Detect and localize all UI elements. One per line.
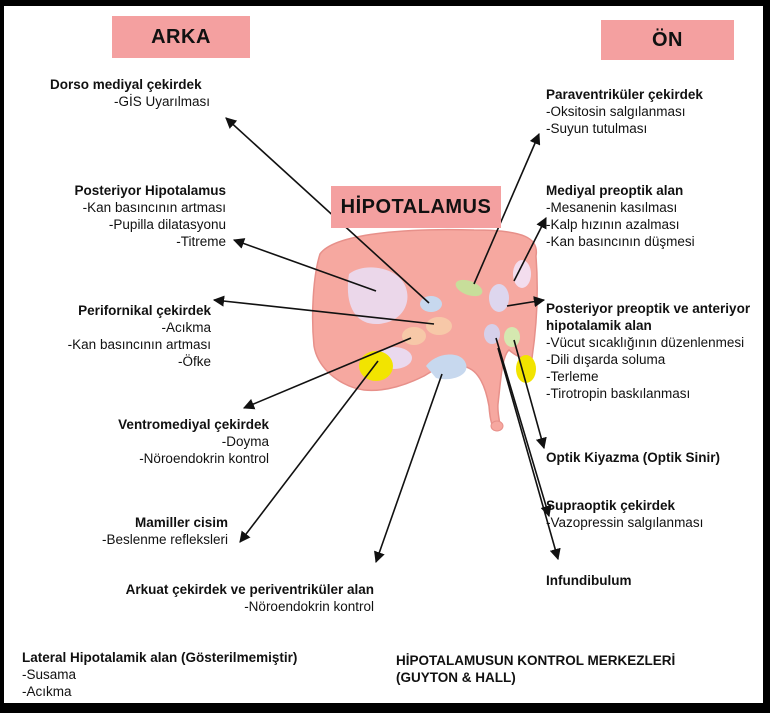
preoptic-nucleus: [489, 284, 509, 312]
label-title: Ventromediyal çekirdek: [84, 416, 269, 433]
label-item: -Acıkma: [22, 683, 352, 700]
label-item: -Titreme: [34, 233, 226, 250]
label-paraventricular: Paraventriküler çekirdek -Oksitosin salg…: [546, 86, 761, 137]
label-posterior-preoptic: Posteriyor preoptik ve anteriyor hipotal…: [546, 300, 764, 402]
label-title: Posteriyor Hipotalamus: [34, 182, 226, 199]
label-item: -Nöroendokrin kontrol: [94, 598, 374, 615]
hypothalamus-body: [313, 230, 538, 430]
label-item: -Kalp hızının azalması: [546, 216, 761, 233]
label-optic-chiasm: Optik Kiyazma (Optik Sinir): [546, 449, 761, 466]
label-item: -Acıkma: [28, 319, 211, 336]
arrow-arcuate: [376, 374, 442, 562]
label-mammillary: Mamiller cisim -Beslenme refleksleri: [74, 514, 228, 548]
label-item: -Dili dışarda soluma: [546, 351, 764, 368]
suprachiasmatic-nucleus: [504, 327, 520, 347]
label-item: -Öfke: [28, 353, 211, 370]
label-item: -Kan basıncının düşmesi: [546, 233, 761, 250]
label-item: -Mesanenin kasılması: [546, 199, 761, 216]
label-item: -Beslenme refleksleri: [74, 531, 228, 548]
label-item: -GİS Uyarılması: [50, 93, 210, 110]
label-supraoptic: Supraoptik çekirdek -Vazopressin salgıla…: [546, 497, 761, 531]
label-item: -Pupilla dilatasyonu: [34, 216, 226, 233]
label-ventromedial: Ventromediyal çekirdek -Doyma -Nöroendok…: [84, 416, 269, 467]
mammillary-body: [359, 351, 393, 381]
label-item: -Suyun tutulması: [546, 120, 761, 137]
label-medial-preoptic: Mediyal preoptik alan -Mesanenin kasılma…: [546, 182, 761, 250]
label-title: Supraoptik çekirdek: [546, 497, 761, 514]
label-title: Dorso mediyal çekirdek: [50, 76, 210, 93]
label-title: Paraventriküler çekirdek: [546, 86, 761, 103]
label-item: -Terleme: [546, 368, 764, 385]
label-title: Mamiller cisim: [74, 514, 228, 531]
header-arka: ARKA: [112, 16, 250, 58]
perifornical-nucleus: [426, 317, 452, 335]
header-hipotalamus: HİPOTALAMUS: [331, 186, 501, 228]
label-infundibulum: Infundibulum: [546, 572, 761, 589]
label-title: Optik Kiyazma (Optik Sinir): [546, 449, 761, 466]
label-title: Infundibulum: [546, 572, 761, 589]
caption: HİPOTALAMUSUN KONTROL MERKEZLERİ (GUYTON…: [396, 652, 746, 686]
label-item: -Doyma: [84, 433, 269, 450]
label-item: -Tirotropin baskılanması: [546, 385, 764, 402]
label-item: -Vücut sıcaklığının düzenlenmesi: [546, 334, 764, 351]
label-item: -Nöroendokrin kontrol: [84, 450, 269, 467]
caption-line2: (GUYTON & HALL): [396, 669, 746, 686]
label-item: -Vazopressin salgılanması: [546, 514, 761, 531]
label-item: -Susama: [22, 666, 352, 683]
label-dorsomedial: Dorso mediyal çekirdek -GİS Uyarılması: [50, 76, 210, 110]
label-item: -Oksitosin salgılanması: [546, 103, 761, 120]
label-arcuate: Arkuat çekirdek ve periventriküler alan …: [94, 581, 374, 615]
label-item: -Kan basıncının artması: [34, 199, 226, 216]
label-item: -Kan basıncının artması: [28, 336, 211, 353]
label-posterior-hypothalamus: Posteriyor Hipotalamus -Kan basıncının a…: [34, 182, 226, 250]
label-title: Mediyal preoptik alan: [546, 182, 761, 199]
label-title: Posteriyor preoptik ve anteriyor hipotal…: [546, 300, 764, 334]
label-perifornical: Perifornikal çekirdek -Acıkma -Kan basın…: [28, 302, 211, 370]
perifornical-nucleus-2: [402, 327, 426, 345]
label-lateral: Lateral Hipotalamik alan (Gösterilmemişt…: [22, 649, 352, 700]
label-title: Perifornikal çekirdek: [28, 302, 211, 319]
caption-line1: HİPOTALAMUSUN KONTROL MERKEZLERİ: [396, 652, 746, 669]
label-title: Lateral Hipotalamik alan (Gösterilmemişt…: [22, 649, 352, 666]
label-title: Arkuat çekirdek ve periventriküler alan: [94, 581, 374, 598]
header-on: ÖN: [601, 20, 734, 60]
infundibulum-stalk: [491, 421, 503, 431]
